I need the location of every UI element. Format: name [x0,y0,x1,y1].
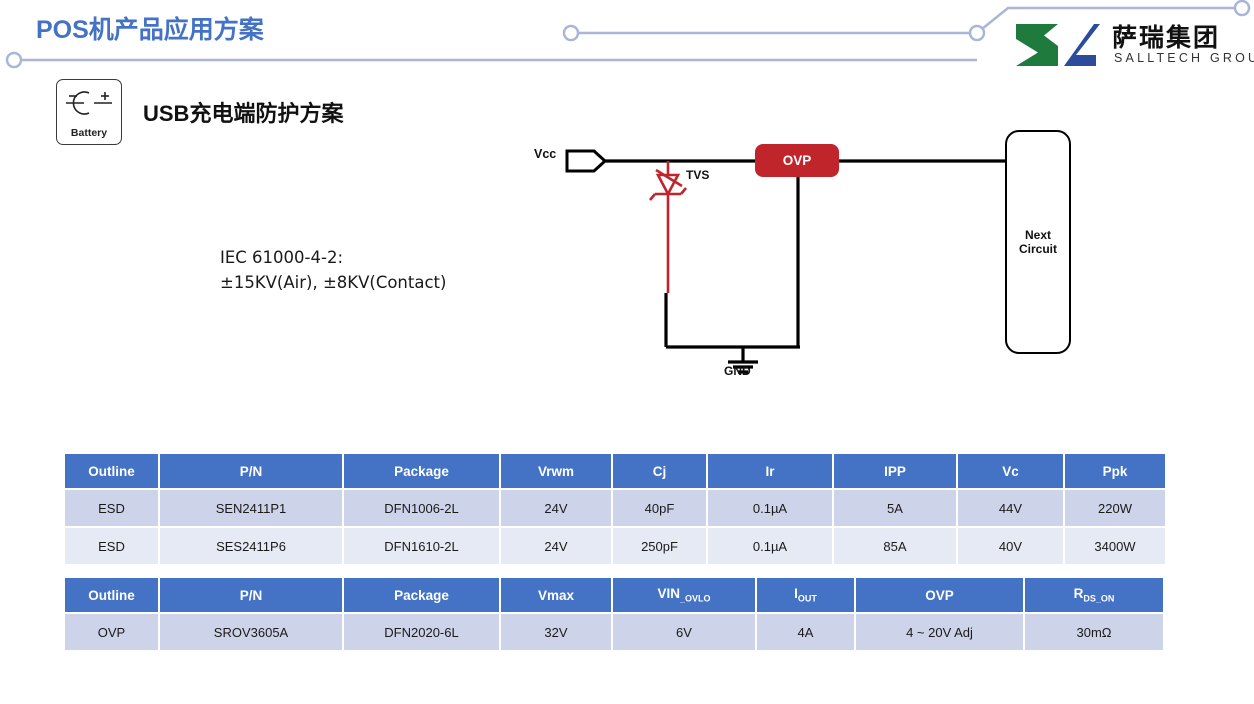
deco-node-right [968,24,986,42]
column-header-4: Cj [613,454,706,488]
table-cell: ESD [65,490,158,526]
table-cell: SES2411P6 [160,528,342,564]
battery-label: Battery [70,127,108,139]
table-cell: 24V [501,528,611,564]
table-cell: 85A [834,528,956,564]
column-header-8: Ppk [1065,454,1165,488]
table-cell: 220W [1065,490,1165,526]
next-circuit-line1: Next [1024,228,1051,242]
vcc-connector-icon [565,149,608,173]
table-cell: SROV3605A [160,614,342,650]
table-cell: SEN2411P1 [160,490,342,526]
column-header-1: P/N [160,578,342,612]
deco-node-mid [562,24,580,42]
iec-standard-note: IEC 61000-4-2: ±15KV(Air), ±8KV(Contact) [220,245,446,295]
table-cell: 250pF [613,528,706,564]
column-header-2: Package [344,454,499,488]
deco-node-corner [1233,0,1251,17]
column-header-7: Vc [958,454,1063,488]
vcc-label: Vcc [534,147,557,161]
table-cell: 40pF [613,490,706,526]
gnd-label: GND [724,364,751,378]
column-header-5: IOUT [757,578,854,612]
table-cell: DFN2020-6L [344,614,499,650]
salltech-logo-mark [1016,24,1100,66]
circuit-diagram: Vcc TVS GND OVP Next Circuit [510,118,1110,408]
table-cell: 4A [757,614,854,650]
column-header-2: Package [344,578,499,612]
column-header-0: Outline [65,578,158,612]
table-cell: DFN1006-2L [344,490,499,526]
table-cell: 6V [613,614,755,650]
table-cell: 0.1µA [708,528,832,564]
page-title: POS机产品应用方案 [36,16,264,44]
table-cell: 0.1µA [708,490,832,526]
iec-note-line1: IEC 61000-4-2: [220,248,344,267]
table-cell: OVP [65,614,158,650]
tvs-label: TVS [686,168,710,182]
circuit-schematic [565,149,1010,374]
column-header-4: VIN_OVLO [613,578,755,612]
table-cell: 5A [834,490,956,526]
column-header-6: OVP [856,578,1023,612]
column-header-5: Ir [708,454,832,488]
section-heading-cn: 充电端防护方案 [189,101,344,127]
column-header-1: P/N [160,454,342,488]
ovp-component-block: OVP [755,144,839,177]
table-cell: 24V [501,490,611,526]
table-cell: 30mΩ [1025,614,1163,650]
column-header-7: RDS_ON [1025,578,1163,612]
deco-node-left [5,51,23,69]
table-cell: DFN1610-2L [344,528,499,564]
logo-chinese-name: 萨瑞集团 [1112,23,1221,52]
company-logo: 萨瑞集团 SALLTECH GROUP [1014,18,1254,74]
column-header-3: Vmax [501,578,611,612]
table-cell: 44V [958,490,1063,526]
column-header-6: IPP [834,454,956,488]
battery-glyph [66,91,112,115]
next-circuit-block: Next Circuit [1005,130,1071,354]
battery-icon: Battery [56,79,122,145]
table-cell: 32V [501,614,611,650]
logo-english-name: SALLTECH GROUP [1114,51,1254,65]
table-cell: 40V [958,528,1063,564]
iec-note-line2: ±15KV(Air), ±8KV(Contact) [220,273,447,292]
table-cell: ESD [65,528,158,564]
section-heading: USB充电端防护方案 [143,96,343,128]
table-cell: 4 ~ 20V Adj [856,614,1023,650]
next-circuit-line2: Circuit [1018,242,1057,256]
column-header-0: Outline [65,454,158,488]
table-cell: 3400W [1065,528,1165,564]
section-heading-latin: USB [143,101,190,126]
column-header-3: Vrwm [501,454,611,488]
